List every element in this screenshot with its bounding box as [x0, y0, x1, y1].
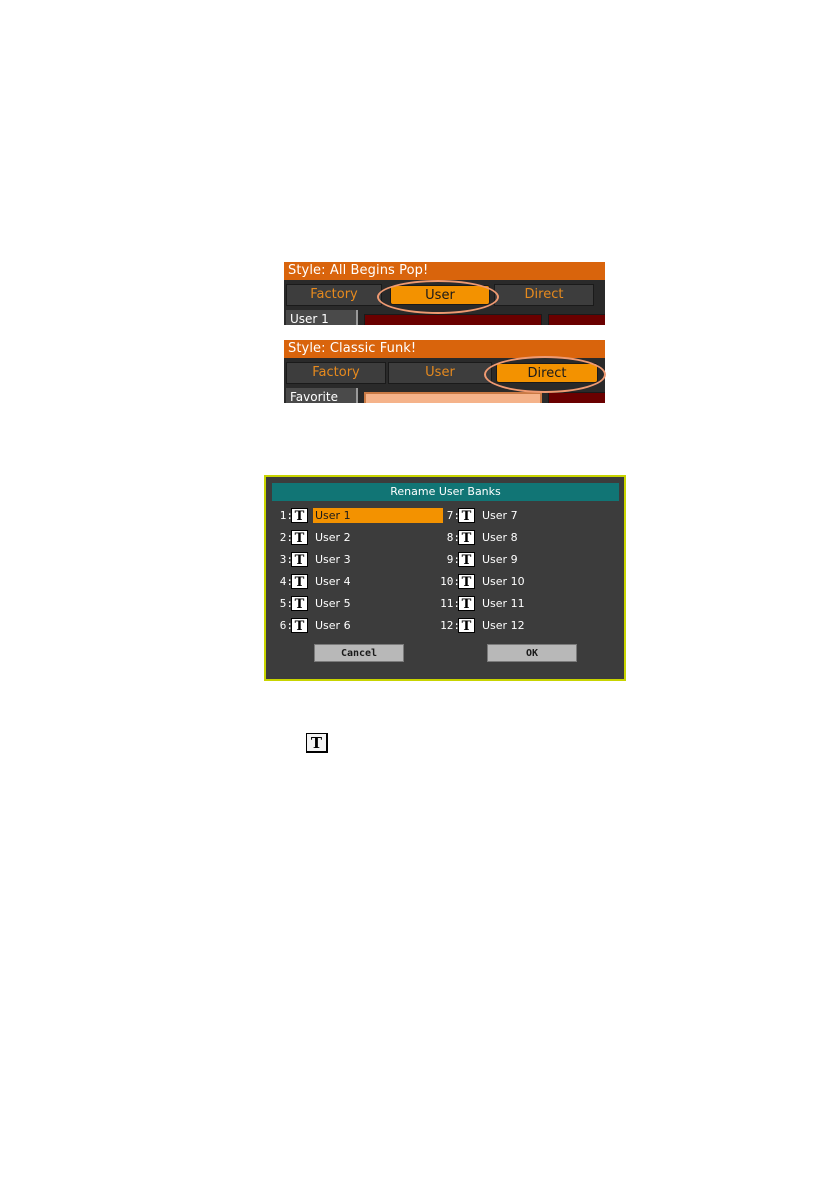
text-edit-icon[interactable]: T — [458, 574, 475, 589]
bank-item: 1:T User 1 — [271, 508, 446, 524]
bank-name-field[interactable]: User 1 — [313, 508, 443, 523]
text-edit-icon[interactable]: T — [291, 530, 308, 545]
highlight-ring — [484, 356, 606, 393]
bank-number: 11: — [438, 596, 460, 612]
cancel-button[interactable]: Cancel — [314, 644, 404, 662]
bank-number: 1: — [271, 508, 293, 524]
bank-name-field[interactable]: User 12 — [480, 618, 525, 633]
bank-number: 7: — [438, 508, 460, 524]
bank-name-field[interactable]: User 7 — [480, 508, 518, 523]
bank-number: 2: — [271, 530, 293, 546]
bank-item: 6:T User 6 — [271, 618, 446, 634]
tab-factory[interactable]: Factory — [286, 284, 382, 306]
bank-item: 3:T User 3 — [271, 552, 446, 568]
text-edit-icon[interactable]: T — [291, 552, 308, 567]
bank-label: Favorite — [286, 388, 358, 403]
bank-number: 6: — [271, 618, 293, 634]
bank-number: 4: — [271, 574, 293, 590]
text-edit-icon: T — [306, 733, 328, 753]
bank-item: 2:T User 2 — [271, 530, 446, 546]
style-title: Style: Classic Funk! — [284, 340, 605, 358]
text-edit-icon[interactable]: T — [291, 574, 308, 589]
bank-item: 4:T User 4 — [271, 574, 446, 590]
tab-factory[interactable]: Factory — [286, 362, 386, 384]
text-edit-icon[interactable]: T — [458, 530, 475, 545]
bank-name-field[interactable]: User 9 — [480, 552, 518, 567]
text-edit-icon[interactable]: T — [458, 508, 475, 523]
text-edit-icon[interactable]: T — [291, 596, 308, 611]
style-slot[interactable] — [548, 392, 605, 403]
bank-name-field[interactable]: User 6 — [313, 618, 351, 633]
bank-item: 9:T User 9 — [438, 552, 613, 568]
style-slot[interactable] — [364, 314, 542, 325]
bank-number: 5: — [271, 596, 293, 612]
text-edit-icon[interactable]: T — [458, 552, 475, 567]
ok-button[interactable]: OK — [487, 644, 577, 662]
bank-name-field[interactable]: User 4 — [313, 574, 351, 589]
dialog-title: Rename User Banks — [272, 483, 619, 501]
style-slot[interactable] — [548, 314, 605, 325]
tab-user[interactable]: User — [388, 362, 492, 384]
bank-number: 12: — [438, 618, 460, 634]
bank-name-field[interactable]: User 5 — [313, 596, 351, 611]
text-edit-icon[interactable]: T — [458, 596, 475, 611]
bank-name-field[interactable]: User 3 — [313, 552, 351, 567]
tab-direct[interactable]: Direct — [494, 284, 594, 306]
bank-number: 8: — [438, 530, 460, 546]
bank-name-field[interactable]: User 11 — [480, 596, 525, 611]
bank-name-field[interactable]: User 10 — [480, 574, 525, 589]
text-edit-icon[interactable]: T — [291, 508, 308, 523]
bank-item: 11:T User 11 — [438, 596, 613, 612]
style-slot[interactable] — [364, 392, 542, 403]
highlight-ring — [377, 280, 499, 314]
bank-item: 5:T User 5 — [271, 596, 446, 612]
style-title: Style: All Begins Pop! — [284, 262, 605, 280]
text-edit-icon[interactable]: T — [458, 618, 475, 633]
bank-item: 7:T User 7 — [438, 508, 613, 524]
bank-number: 3: — [271, 552, 293, 568]
bank-name-field[interactable]: User 2 — [313, 530, 351, 545]
text-edit-icon[interactable]: T — [291, 618, 308, 633]
bank-label: User 1 — [286, 310, 358, 325]
bank-item: 8:T User 8 — [438, 530, 613, 546]
bank-item: 12:T User 12 — [438, 618, 613, 634]
bank-number: 10: — [438, 574, 460, 590]
bank-item: 10:T User 10 — [438, 574, 613, 590]
bank-name-field[interactable]: User 8 — [480, 530, 518, 545]
bank-number: 9: — [438, 552, 460, 568]
